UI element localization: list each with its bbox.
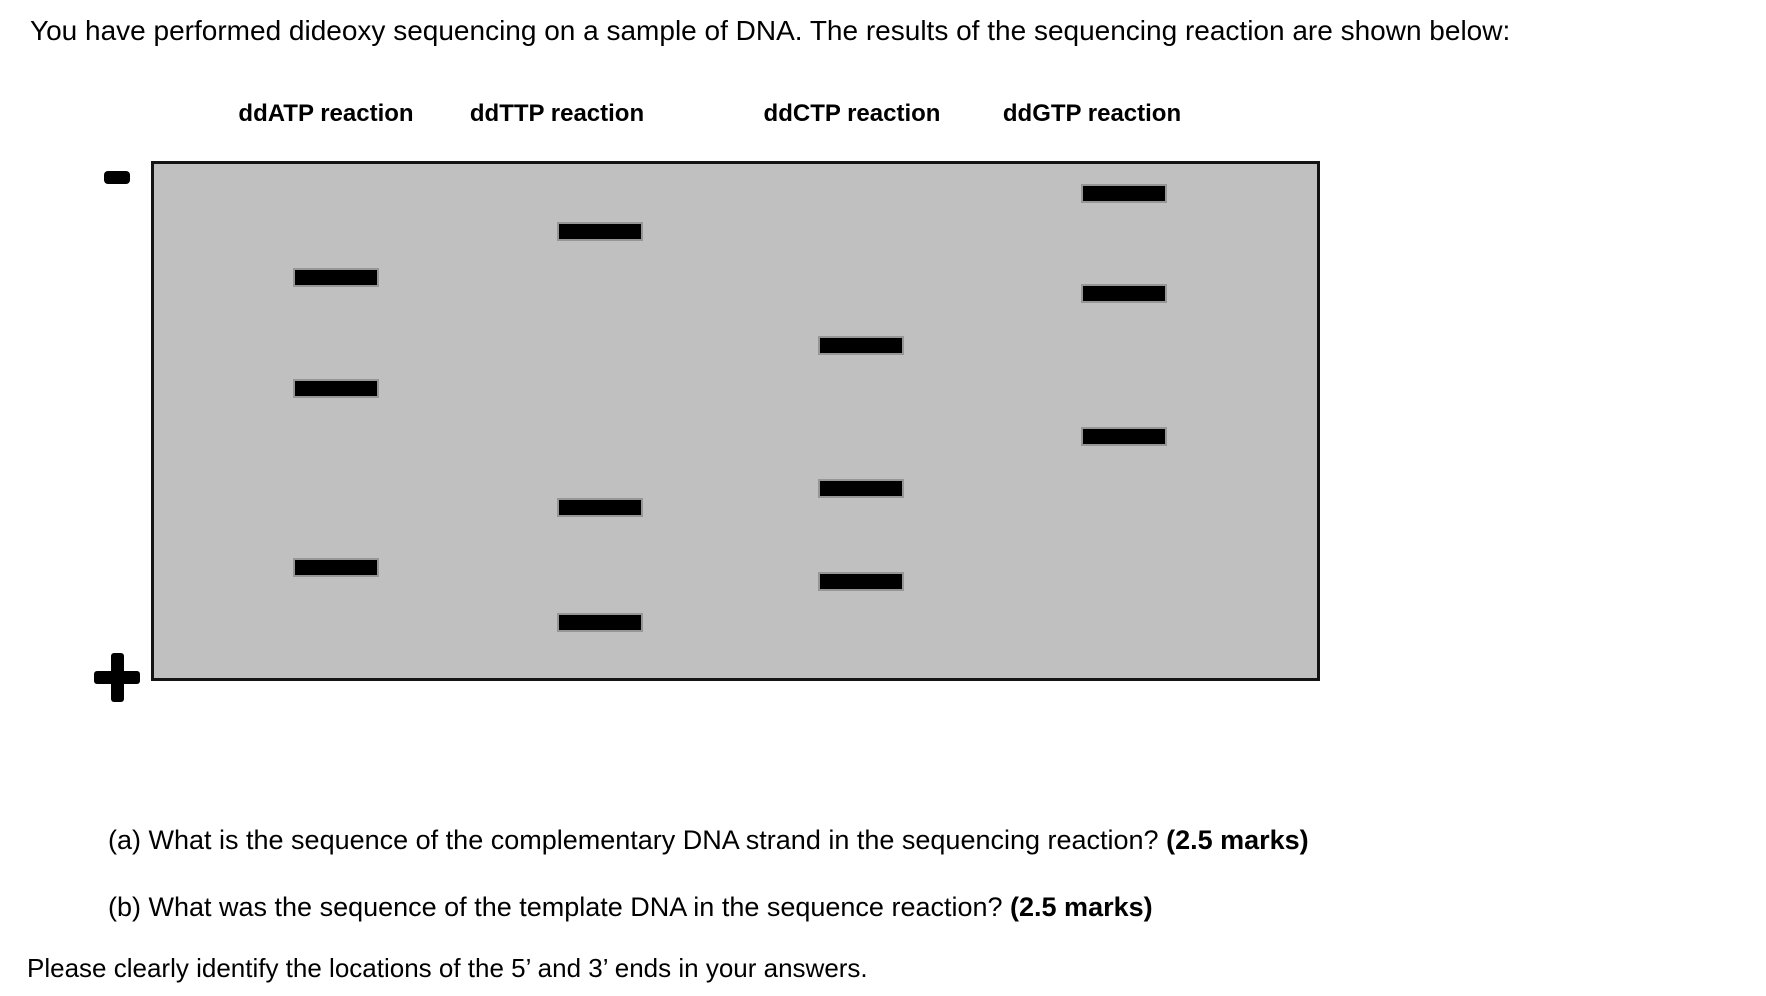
gel-band-ddgtp <box>1081 427 1167 446</box>
lane-header-ddttp: ddTTP reaction <box>469 100 645 127</box>
gel-band-ddgtp <box>1081 284 1167 303</box>
gel-band-ddttp <box>557 222 643 241</box>
positive-electrode-symbol <box>94 653 140 702</box>
gel-band-ddatp <box>293 379 379 398</box>
lane-header-ddgtp: ddGTP reaction <box>1002 100 1182 127</box>
lane-header-ddatp: ddATP reaction <box>238 100 414 127</box>
gel-box <box>151 161 1320 681</box>
gel-band-ddttp <box>557 498 643 517</box>
question-b: (b) What was the sequence of the templat… <box>108 891 1153 923</box>
gel-band-ddatp <box>293 558 379 577</box>
question-a-marks: (2.5 marks) <box>1166 825 1309 855</box>
plus-vertical-bar <box>110 653 124 702</box>
footer-note: Please clearly identify the locations of… <box>27 953 868 983</box>
gel-band-ddgtp <box>1081 184 1167 203</box>
question-b-text: (b) What was the sequence of the templat… <box>108 892 1011 922</box>
gel-band-ddttp <box>557 613 643 632</box>
gel-band-ddctp <box>818 336 904 355</box>
gel-band-ddatp <box>293 268 379 287</box>
question-a: (a) What is the sequence of the compleme… <box>108 824 1309 856</box>
intro-text: You have performed dideoxy sequencing on… <box>30 15 1511 46</box>
question-a-text: (a) What is the sequence of the compleme… <box>108 825 1167 855</box>
gel-band-ddctp <box>818 479 904 498</box>
question-b-marks: (2.5 marks) <box>1010 892 1153 922</box>
gel-band-ddctp <box>818 572 904 591</box>
lane-header-ddctp: ddCTP reaction <box>763 100 941 127</box>
negative-electrode-symbol <box>104 171 130 184</box>
